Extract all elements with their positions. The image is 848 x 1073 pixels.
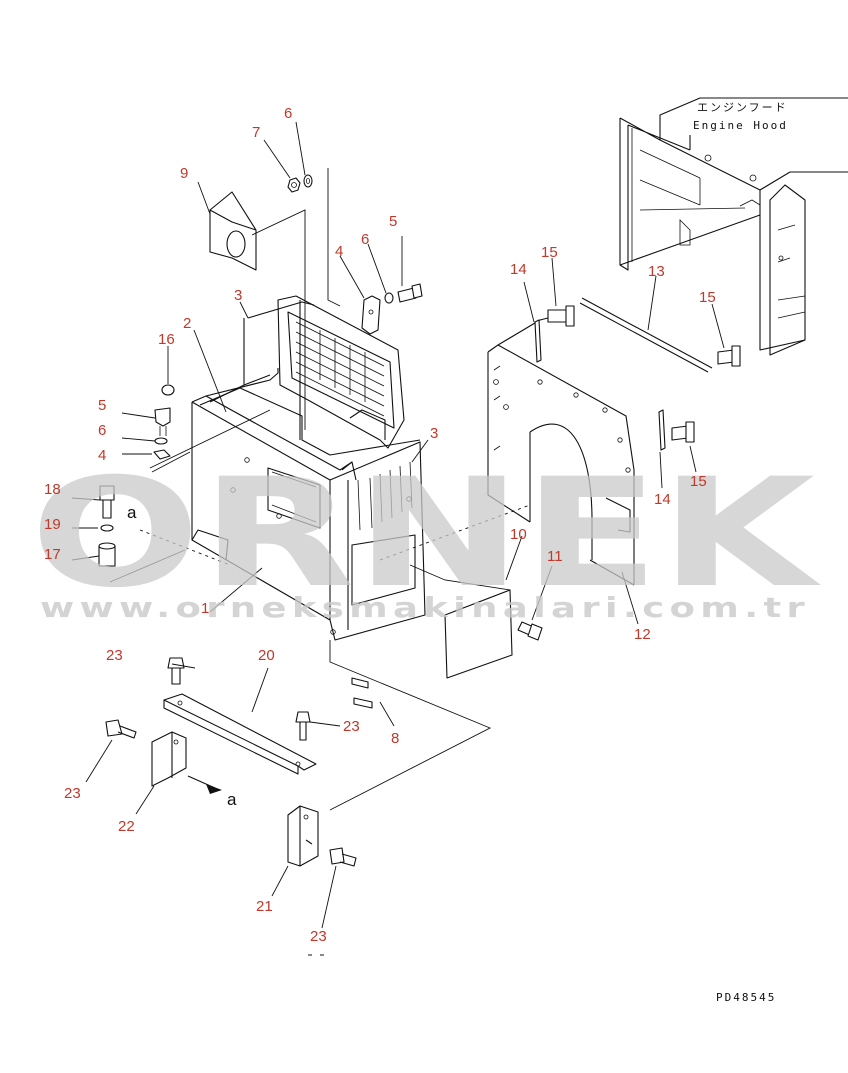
part-4-nut-left: [153, 449, 171, 460]
callout-11: 11: [547, 548, 563, 565]
part-23-bolt-b: [295, 711, 311, 741]
callout-5-upper: 5: [389, 213, 397, 230]
callout-23-b: 23: [343, 718, 360, 735]
part-22-bracket: [151, 731, 187, 787]
part-12-rear-panel: [487, 317, 635, 586]
part-14-strip-upper: [534, 319, 542, 363]
callout-8: 8: [391, 730, 399, 747]
part-5-bolt-upper: [397, 283, 423, 303]
engine-hood: [619, 97, 848, 356]
part-21-bracket: [287, 805, 319, 867]
callout-18: 18: [44, 481, 61, 498]
part-15-bolt-c: [671, 421, 695, 443]
callout-7: 7: [252, 124, 260, 141]
callout-6-top: 6: [284, 105, 292, 122]
part-16-cap: [161, 384, 175, 396]
callout-23-c: 23: [64, 785, 81, 802]
part-9-plate: [209, 191, 257, 271]
engine-hood-jp-label: エンジンフード: [697, 101, 788, 114]
callout-9: 9: [180, 165, 188, 182]
part-6-washer-mid: [384, 292, 394, 304]
drawing-code: PD48545: [716, 991, 776, 1004]
callout-16: 16: [158, 331, 175, 348]
callout-22: 22: [118, 818, 135, 835]
callout-21: 21: [256, 898, 273, 915]
callout-14-upper: 14: [510, 261, 527, 278]
callout-13: 13: [648, 263, 665, 280]
part-23-bolt-d: [329, 847, 357, 867]
callout-23-a: 23: [106, 647, 123, 664]
part-11-bolt: [517, 621, 543, 641]
watermark-brand: ORNEK: [30, 447, 821, 621]
callout-12: 12: [634, 626, 651, 643]
watermark: ORNEK www.orneksmakinalari.com.tr: [30, 447, 821, 624]
part-15-bolt-a: [547, 305, 575, 327]
engine-hood-en-label: Engine Hood: [693, 119, 788, 132]
callout-17: 17: [44, 546, 61, 563]
part-1-main-frame: [191, 300, 426, 641]
part-17-spacer: [98, 542, 116, 567]
part-6-washer-left: [154, 437, 168, 445]
part-19-washer: [100, 524, 114, 532]
callout-labels: 9 7 6 3 2 16 5 6 4 18 19 17 1 4 6 5 3 10…: [44, 105, 716, 945]
view-marker-a-upper: a: [127, 503, 137, 522]
callout-15-c: 15: [690, 473, 707, 490]
view-marker-a-lower: a: [227, 790, 237, 809]
part-13-rod: [579, 297, 713, 373]
callout-15-a: 15: [541, 244, 558, 261]
part-4-latch-upper: [361, 295, 381, 335]
part-15-bolt-b: [717, 345, 741, 367]
callout-10: 10: [510, 526, 527, 543]
callout-3-lower: 3: [430, 425, 438, 442]
part-18-bolt: [99, 485, 115, 519]
callout-4-left: 4: [98, 447, 106, 464]
part-14-strip-lower: [658, 409, 666, 451]
callout-23-d: 23: [310, 928, 327, 945]
radiator-grille-panel: [277, 295, 405, 449]
callout-1: 1: [201, 600, 209, 617]
callout-20: 20: [258, 647, 275, 664]
callout-4-upper: 4: [335, 243, 343, 260]
part-7-nut: [287, 177, 301, 193]
callout-3-upper: 3: [234, 287, 242, 304]
callout-6-left: 6: [98, 422, 106, 439]
part-23-bolt-c: [105, 719, 137, 739]
watermark-url: www.orneksmakinalari.com.tr: [40, 591, 810, 624]
callout-5-left: 5: [98, 397, 106, 414]
part-10-cover: [444, 589, 513, 679]
part-8-clips: [351, 677, 373, 709]
part-23-bolt-a: [167, 657, 185, 685]
callout-2: 2: [183, 315, 191, 332]
callout-14-lower: 14: [654, 491, 671, 508]
part-6-washer-top: [303, 174, 313, 188]
part-20-plate: [163, 693, 317, 775]
part-5-bolt-left: [154, 407, 171, 436]
callout-6-upper: 6: [361, 231, 369, 248]
leader-lines: [71, 121, 725, 956]
callout-19: 19: [44, 516, 61, 533]
callout-15-b: 15: [699, 289, 716, 306]
